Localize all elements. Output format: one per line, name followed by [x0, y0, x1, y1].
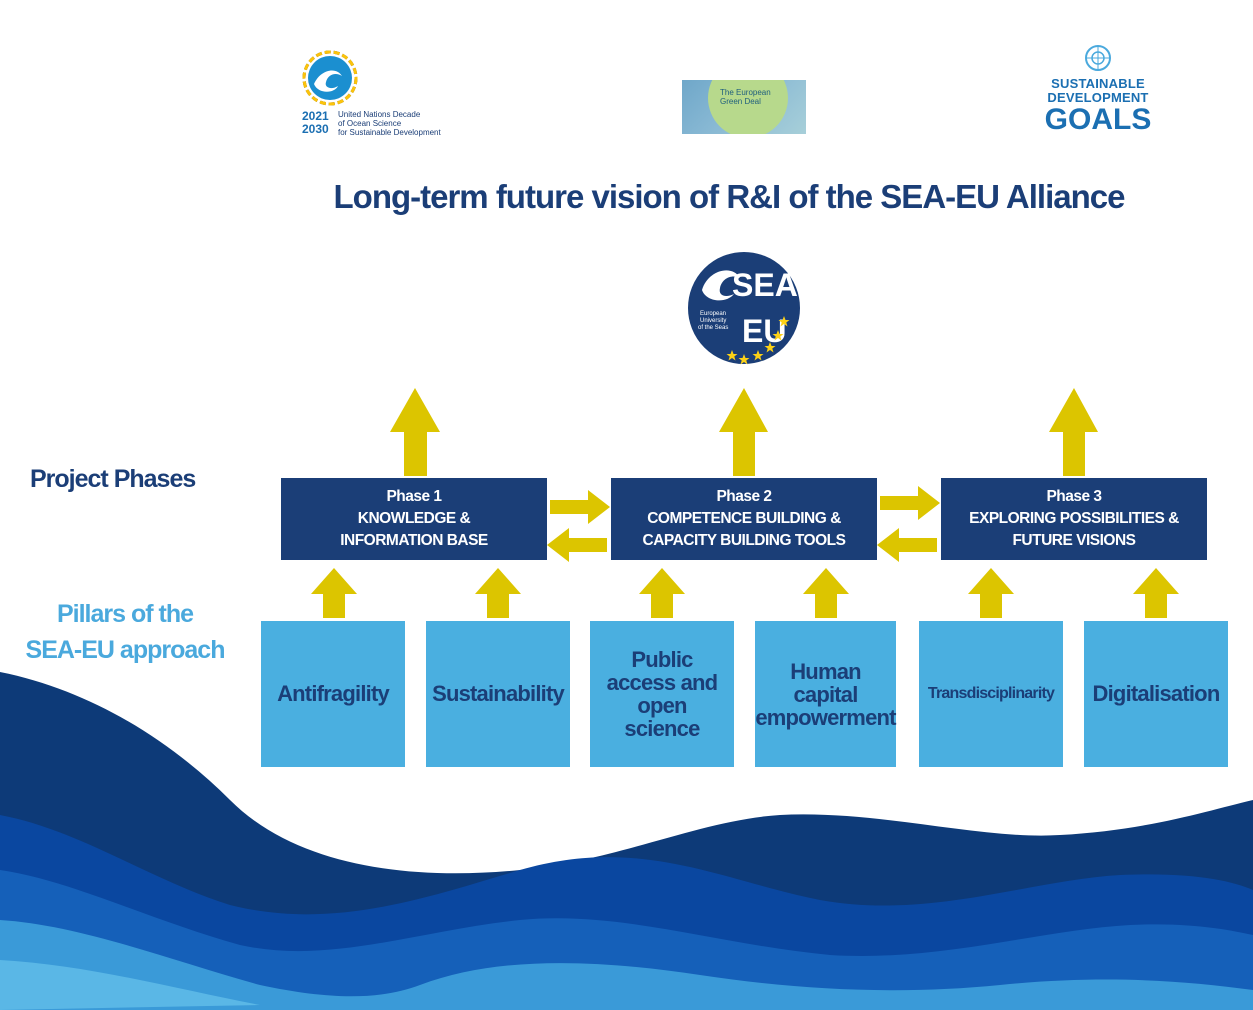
- pillar-transdisciplinarity: Transdisciplinarity: [919, 621, 1063, 767]
- pillar-label: Antifragility: [277, 681, 390, 706]
- arrow-up-pillar1: [311, 568, 357, 618]
- pillar-digitalisation: Digitalisation: [1084, 621, 1228, 767]
- sdg-line2: DEVELOPMENT: [1047, 90, 1149, 105]
- arrow-up-phase3: [1049, 388, 1098, 476]
- arrow-up-pillar5: [968, 568, 1014, 618]
- arrow-right-1-2: [550, 490, 610, 524]
- eu-stars-icon: [726, 316, 790, 365]
- arrow-up-pillar4: [803, 568, 849, 618]
- pillar-label: Transdisciplinarity: [927, 685, 1055, 702]
- phase-3-title: Phase 3: [1046, 488, 1102, 505]
- green-deal-logo: The European Green Deal: [682, 80, 806, 134]
- arrow-left-2-1: [547, 528, 607, 562]
- phase-2-title: Phase 2: [716, 488, 772, 505]
- sdg-line1: SUSTAINABLE: [1051, 76, 1145, 91]
- wave-lightest: [0, 960, 260, 1010]
- phase-2-box: Phase 2 COMPETENCE BUILDING & CAPACITY B…: [611, 478, 877, 560]
- phase-3-text: EXPLORING POSSIBILITIES & FUTURE VISIONS: [969, 510, 1179, 549]
- pillar-label: Sustainability: [432, 681, 565, 706]
- project-phases-label: Project Phases: [30, 465, 196, 493]
- sea-eu-logo-graphic: SEA EU European University of the Seas: [686, 250, 802, 366]
- phase-3-box: Phase 3 EXPLORING POSSIBILITIES & FUTURE…: [941, 478, 1207, 560]
- arrow-left-3-2: [877, 528, 937, 562]
- phase-1-title: Phase 1: [386, 488, 442, 505]
- pillars-label: Pillars of the SEA-EU approach: [25, 600, 226, 664]
- pillar-label: Public access and open science: [606, 647, 718, 741]
- sea-eu-bottom-text: EU: [742, 313, 786, 349]
- pillar-antifragility: Antifragility: [261, 621, 405, 767]
- sea-eu-top-text: SEA: [732, 267, 798, 303]
- sea-eu-caption-3: of the Seas: [698, 325, 728, 331]
- arrow-up-phase1: [390, 388, 440, 476]
- page-title: Long-term future vision of R&I of the SE…: [333, 178, 1126, 215]
- green-deal-text: The European Green Deal: [720, 88, 771, 106]
- ocean-decade-text: United Nations Decade of Ocean Science f…: [338, 110, 441, 137]
- arrow-right-2-3: [880, 486, 940, 520]
- ocean-decade-years: 2021 2030: [302, 109, 329, 136]
- arrow-up-pillar3: [639, 568, 685, 618]
- wave-mid-2: [0, 870, 1253, 1010]
- phase-1-text: KNOWLEDGE & INFORMATION BASE: [340, 510, 488, 549]
- pillar-public-access-open-science: Public access and open science: [590, 621, 734, 767]
- pillar-sustainability: Sustainability: [426, 621, 570, 767]
- ocean-decade-logo: 2021 2030 United Nations Decade of Ocean…: [300, 50, 460, 140]
- arrow-up-pillar2: [475, 568, 521, 618]
- phase-2-text: COMPETENCE BUILDING & CAPACITY BUILDING …: [642, 510, 846, 549]
- phase-1-box: Phase 1 KNOWLEDGE & INFORMATION BASE: [281, 478, 547, 560]
- un-emblem-icon: [1085, 45, 1111, 71]
- pillar-label: Human capital empowerment: [755, 658, 896, 730]
- ocean-decade-icon: [302, 50, 358, 106]
- pillar-human-capital-empowerment: Human capital empowerment: [755, 621, 896, 767]
- pillar-label: Digitalisation: [1092, 681, 1221, 706]
- sea-eu-caption-2: University: [700, 318, 726, 324]
- sea-eu-logo: SEA EU European University of the Seas: [674, 248, 814, 368]
- sea-eu-caption-1: European: [700, 311, 726, 317]
- green-deal-circle: [708, 80, 788, 134]
- arrow-up-pillar6: [1133, 568, 1179, 618]
- sdg-logo: SUSTAINABLE DEVELOPMENT GOALS: [1038, 44, 1158, 144]
- arrow-up-phase2: [719, 388, 768, 476]
- sdg-goals: GOALS: [1044, 103, 1152, 136]
